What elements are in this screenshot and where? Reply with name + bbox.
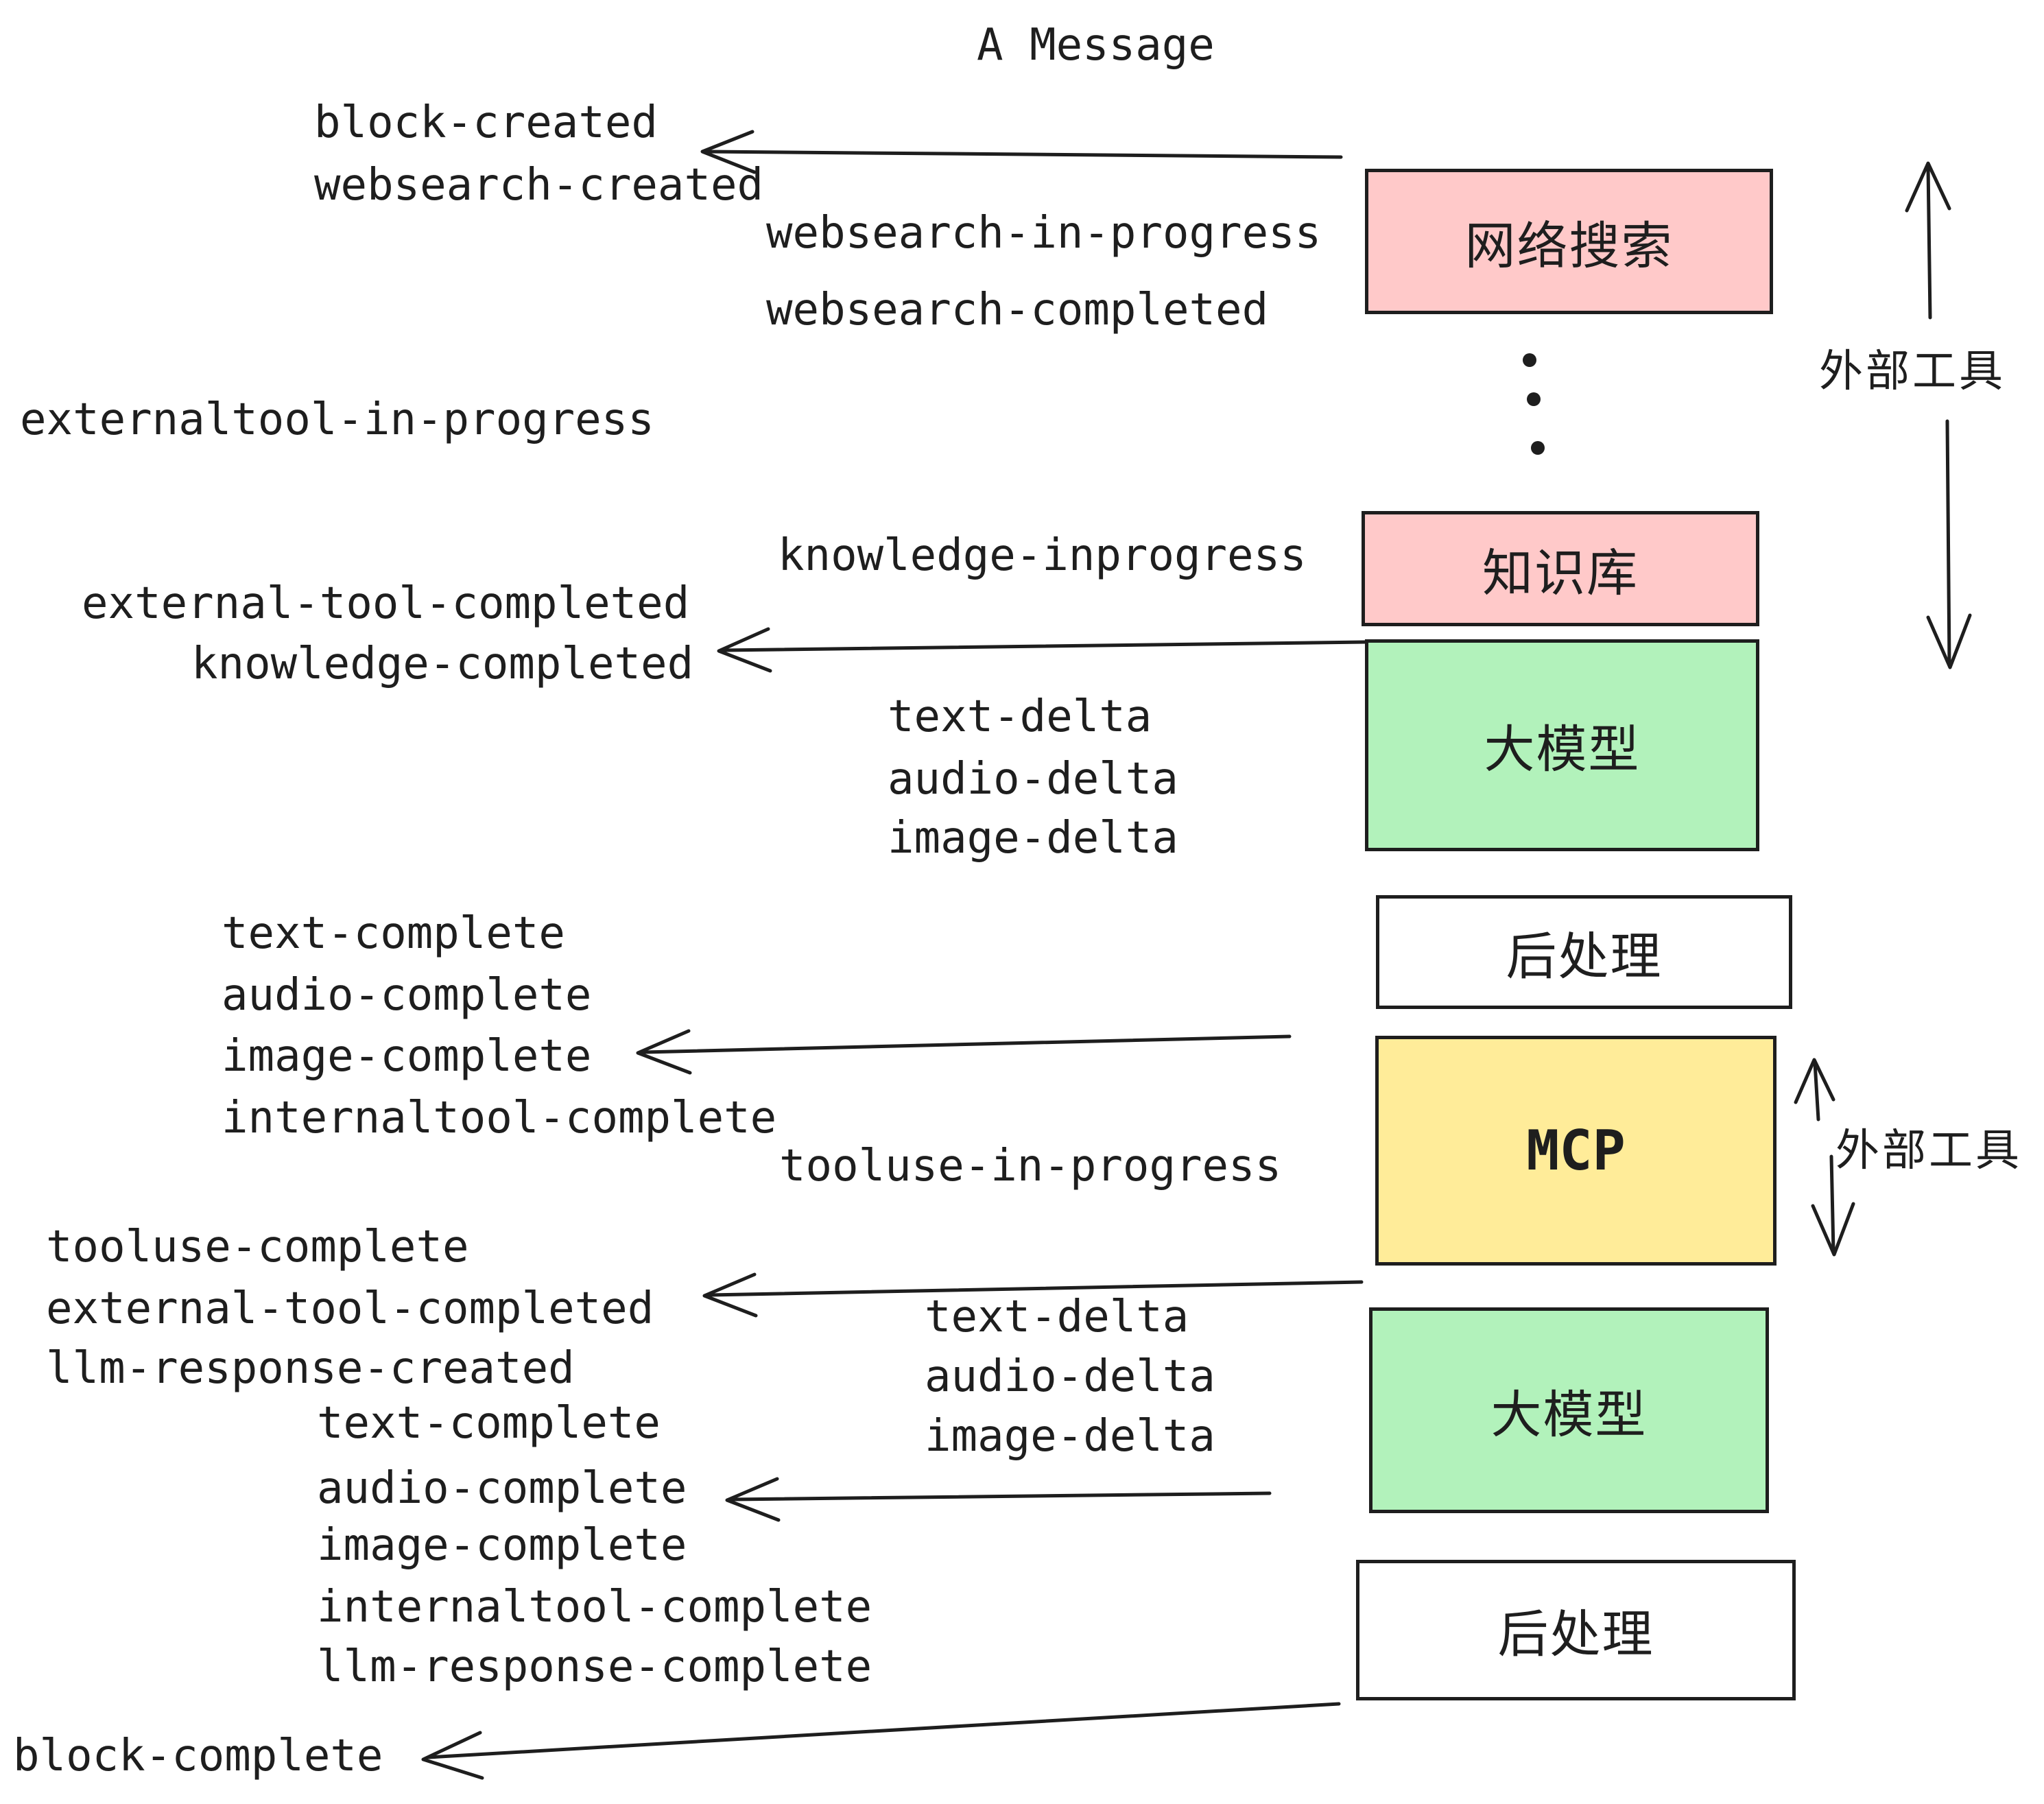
event-label-internaltool-complete: internaltool-complete <box>222 1093 777 1143</box>
event-label-text-complete: text-complete <box>222 908 565 959</box>
event-label-audio-complete: audio-complete <box>317 1463 687 1514</box>
websearch-box: 网络搜索 <box>1365 169 1773 314</box>
external-tools-down-arrow <box>1926 419 1972 669</box>
arrow-knowledge-completed <box>717 627 1367 673</box>
knowledge-base-box-label: 知识库 <box>1482 544 1639 602</box>
arrow-tooluse-complete <box>702 1272 1364 1318</box>
event-label-image-delta: image-delta <box>925 1411 1215 1462</box>
event-label-knowledge-completed: knowledge-completed <box>191 639 694 689</box>
knowledge-base-box: 知识库 <box>1362 511 1759 626</box>
event-label-image-delta: image-delta <box>888 813 1178 864</box>
event-label-text-delta: text-delta <box>888 691 1152 742</box>
event-label-knowledge-inprogress: knowledge-inprogress <box>778 530 1307 581</box>
event-label-external-tool-completed: external-tool-completed <box>82 578 690 629</box>
ellipsis-dots <box>1523 353 1545 455</box>
event-label-websearch-completed: websearch-completed <box>766 285 1269 335</box>
arrow-websearch-created <box>700 130 1343 174</box>
mcp-box: MCP <box>1375 1036 1776 1266</box>
arrow-block-complete <box>421 1702 1341 1780</box>
arrow-audio-complete <box>725 1477 1272 1522</box>
event-label-tooluse-complete: tooluse-complete <box>46 1222 469 1272</box>
event-label-internaltool-complete: internaltool-complete <box>317 1582 872 1633</box>
mcp-box-label: MCP <box>1526 1119 1626 1183</box>
llm-box-bottom-label: 大模型 <box>1490 1386 1648 1443</box>
postprocess-box-bottom-label: 后处理 <box>1497 1606 1654 1663</box>
event-label-audio-delta: audio-delta <box>925 1351 1215 1402</box>
mcp-up-arrow <box>1794 1058 1835 1121</box>
page-title: A Message <box>977 20 1215 71</box>
event-label-llm-response-created: llm-response-created <box>46 1343 575 1394</box>
event-label-image-complete: image-complete <box>222 1031 592 1082</box>
mcp-down-arrow <box>1811 1154 1855 1257</box>
external-tools-up-arrow <box>1905 161 1951 320</box>
llm-box-top-label: 大模型 <box>1484 721 1641 778</box>
postprocess-box-bottom: 后处理 <box>1356 1560 1796 1700</box>
external-tools-annotation: 外部工具 <box>1819 346 2006 396</box>
event-label-external-tool-completed: external-tool-completed <box>46 1283 654 1334</box>
event-label-llm-response-complete: llm-response-complete <box>317 1641 872 1692</box>
external-tools-annotation-mcp: 外部工具 <box>1835 1126 2022 1175</box>
event-label-tooluse-in-progress: tooluse-in-progress <box>779 1141 1282 1191</box>
event-label-audio-delta: audio-delta <box>888 754 1178 805</box>
event-label-block-complete: block-complete <box>13 1731 383 1781</box>
event-label-websearch-created: websearch-created <box>314 160 764 211</box>
event-label-block-created: block-created <box>314 97 658 148</box>
postprocess-box-top-label: 后处理 <box>1506 927 1663 985</box>
llm-box-top: 大模型 <box>1365 639 1759 851</box>
postprocess-box-top: 后处理 <box>1376 895 1792 1009</box>
llm-box-bottom: 大模型 <box>1369 1307 1769 1513</box>
event-label-text-delta: text-delta <box>925 1292 1189 1342</box>
event-label-externaltool-in-progress: externaltool-in-progress <box>20 394 654 445</box>
websearch-box-label: 网络搜索 <box>1464 217 1674 274</box>
event-label-websearch-in-progress: websearch-in-progress <box>766 208 1322 259</box>
event-label-image-complete: image-complete <box>317 1520 687 1571</box>
arrow-image-complete <box>636 1029 1292 1075</box>
event-label-text-complete: text-complete <box>317 1398 661 1449</box>
event-label-audio-complete: audio-complete <box>222 970 592 1021</box>
